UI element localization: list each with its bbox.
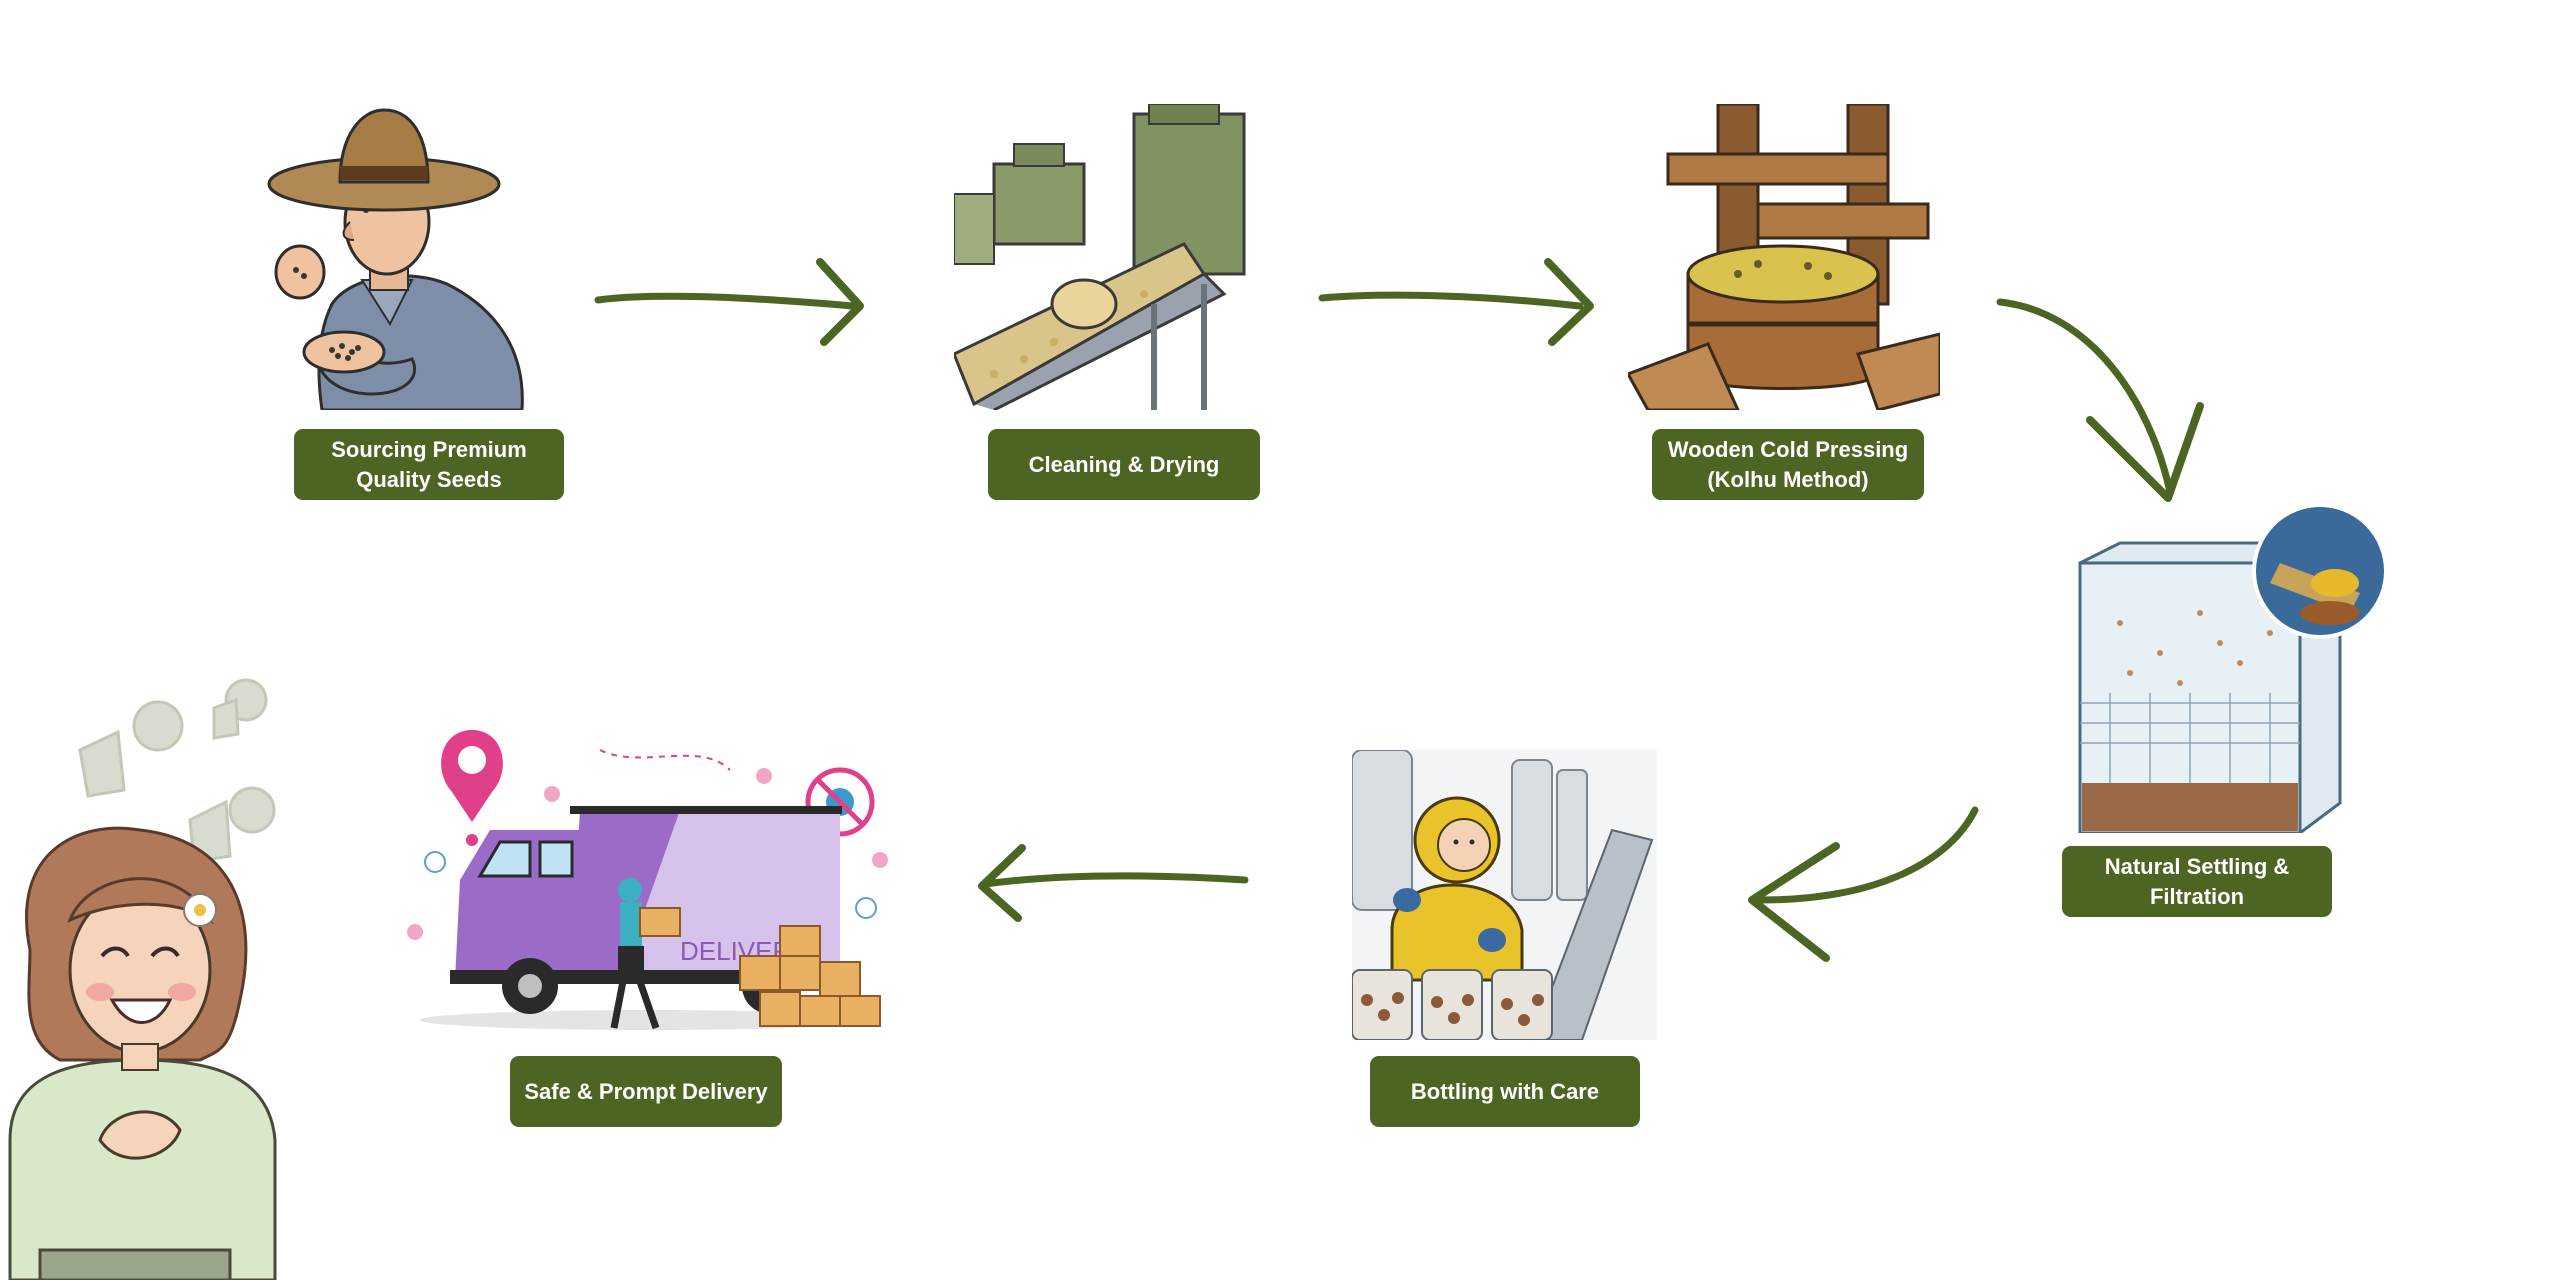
arrow-right-2 [1318,258,1594,346]
seed-cleaning-conveyor-icon [954,104,1246,410]
step-1-label: Sourcing Premium Quality Seeds [294,429,564,500]
step-4-label: Natural Settling & Filtration [2062,846,2332,917]
step-6-illustration: DELIVERY [400,730,900,1040]
step-2-illustration [954,104,1260,410]
settling-filtration-tank-icon [2078,503,2388,833]
arrow-left [978,844,1249,922]
arrow-right-1 [594,258,864,346]
arrow-curve-left [1748,806,1979,962]
happy-customer-illustration [0,670,290,1280]
step-2-label: Cleaning & Drying [988,429,1260,500]
step-4-illustration [2070,503,2388,833]
step-5-label: Bottling with Care [1370,1056,1640,1127]
farmer-with-seeds-icon [267,108,524,410]
wooden-kolhu-press-icon [1628,104,1940,410]
step-5-illustration [1352,750,1657,1040]
step-1-illustration [262,104,532,410]
step-3-label: Wooden Cold Pressing (Kolhu Method) [1652,429,1924,500]
bottling-worker-icon [1352,750,1657,1040]
arrow-curve-down [1996,298,2204,502]
step-6-label: Safe & Prompt Delivery [510,1056,782,1127]
delivery-truck-icon: DELIVERY [407,730,888,1030]
happy-customer-thumbs-up-icon [8,678,277,1280]
step-3-illustration [1628,104,1940,410]
